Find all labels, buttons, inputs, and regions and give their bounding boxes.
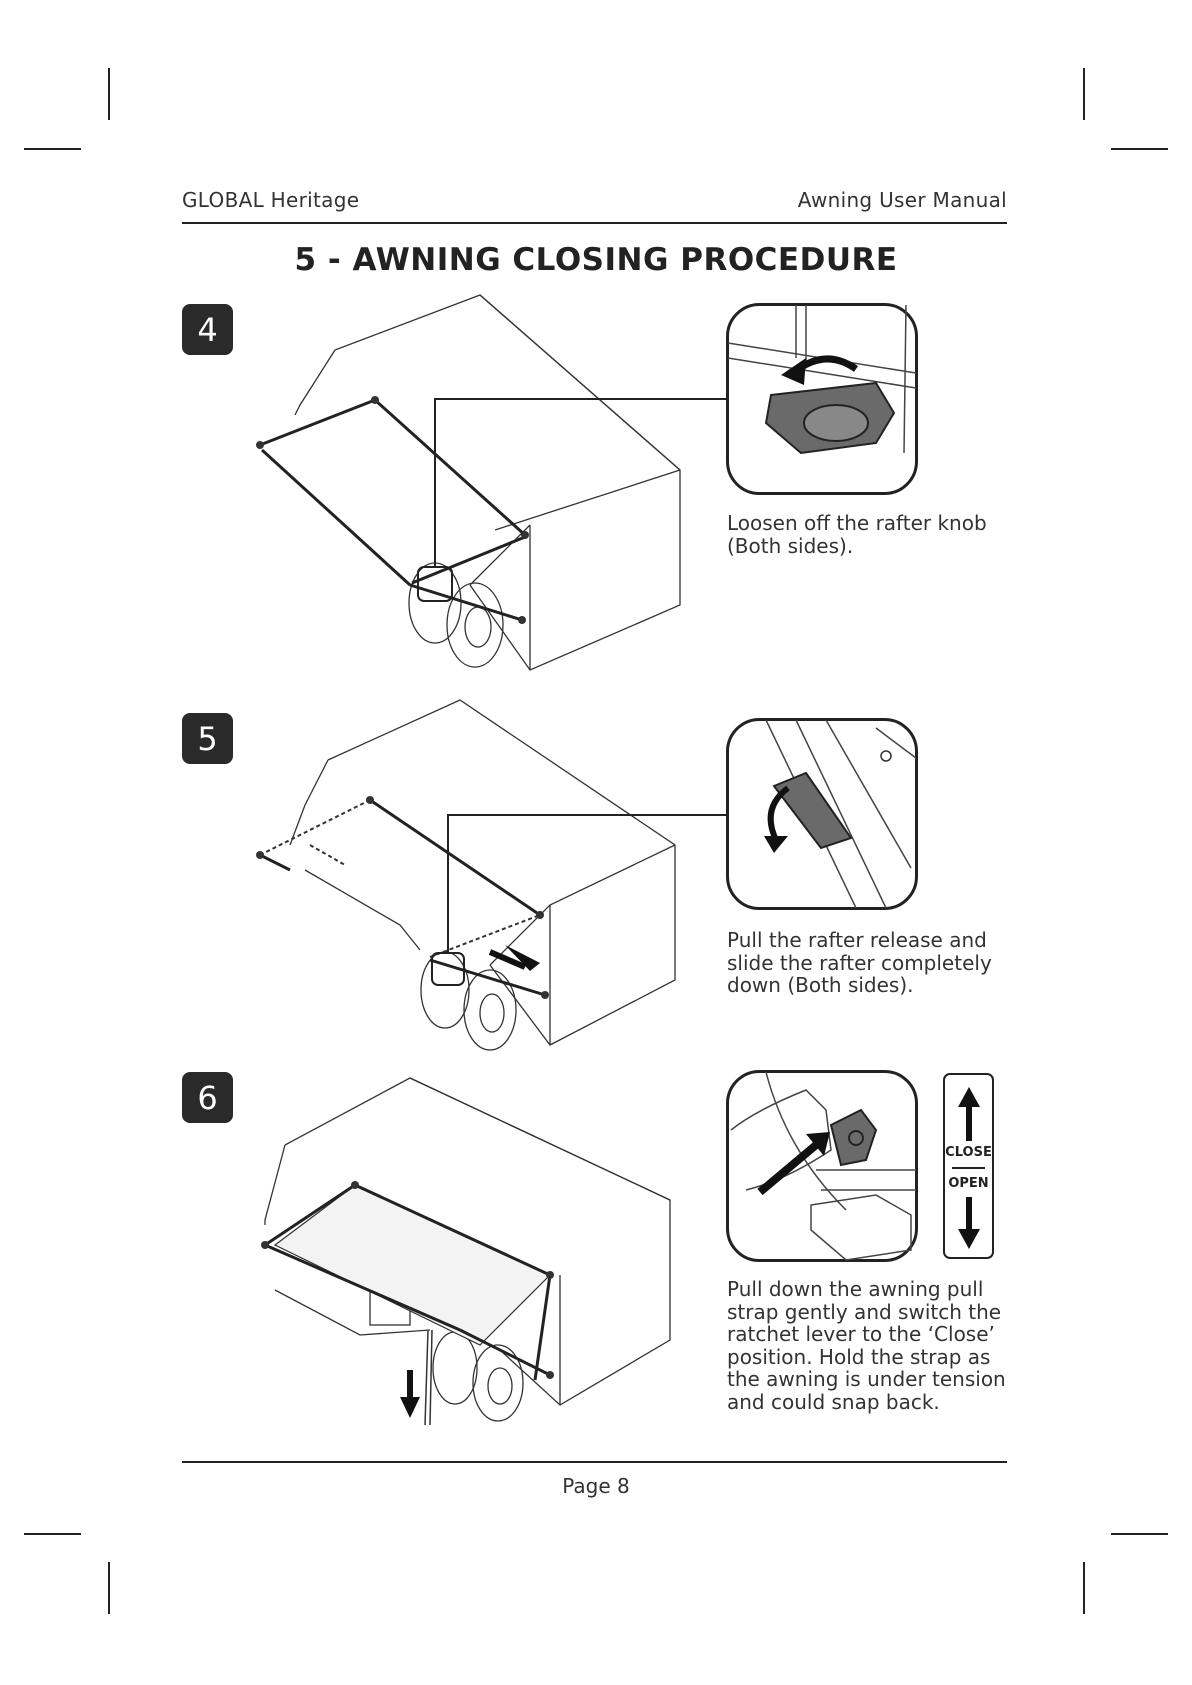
crop-mark	[24, 148, 81, 150]
crop-mark	[1083, 1562, 1085, 1614]
trailer-illustration-step-5	[256, 699, 726, 1051]
crop-mark	[1083, 68, 1085, 120]
crop-mark	[1111, 1533, 1168, 1535]
crop-mark	[108, 68, 110, 120]
header-brand: GLOBAL Heritage	[182, 188, 360, 212]
step-number-badge: 5	[182, 713, 233, 764]
page-title: 5 - AWNING CLOSING PROCEDURE	[294, 242, 898, 278]
header-manual-title: Awning User Manual	[797, 188, 1007, 212]
step-caption: Loosen off the rafter knob (Both sides).	[727, 511, 987, 558]
rafter-release-detail	[726, 718, 918, 910]
crop-mark	[24, 1533, 81, 1535]
lever-position-indicator: CLOSE OPEN	[943, 1073, 994, 1259]
crop-mark	[1111, 148, 1168, 150]
step-number-badge: 4	[182, 304, 233, 355]
rafter-knob-detail	[726, 303, 918, 495]
header-rule	[182, 222, 1007, 224]
arrow-down-icon	[958, 1197, 980, 1249]
trailer-illustration-step-4	[256, 294, 726, 671]
trailer-illustration-step-6	[261, 1077, 671, 1426]
close-label: CLOSE	[945, 1145, 992, 1160]
arrow-up-icon	[958, 1087, 980, 1141]
step-caption: Pull the rafter release and slide the ra…	[727, 928, 992, 997]
crop-mark	[108, 1562, 110, 1614]
footer-rule	[182, 1461, 1007, 1463]
ratchet-lever-detail	[726, 1070, 918, 1262]
page-number: Page 8	[562, 1474, 630, 1498]
open-label: OPEN	[948, 1176, 989, 1191]
step-number-badge: 6	[182, 1072, 233, 1123]
step-caption: Pull down the awning pull strap gently a…	[727, 1277, 1006, 1414]
indicator-divider	[952, 1167, 985, 1169]
